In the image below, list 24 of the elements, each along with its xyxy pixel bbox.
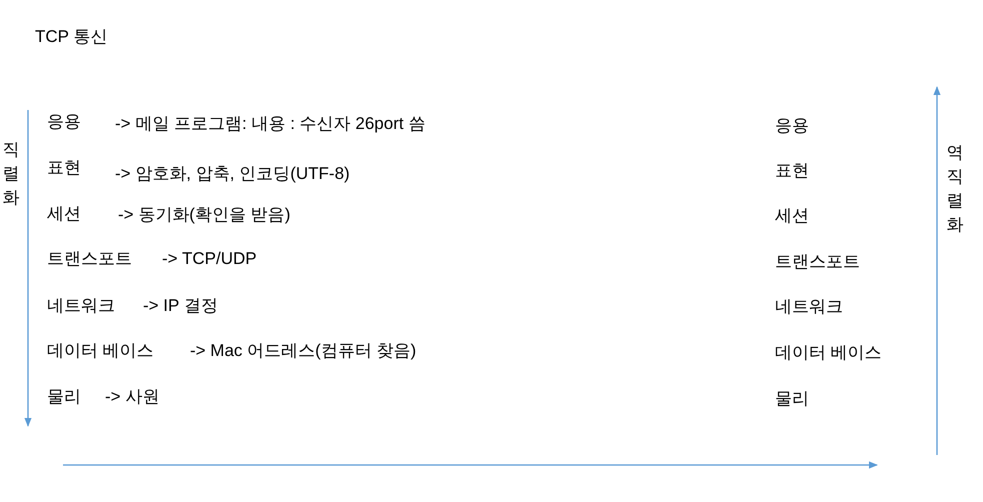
layer-name: 물리 [47,387,81,407]
layer-description: -> IP 결정 [143,296,218,316]
layer-name: 표현 [775,161,809,181]
layer-name: 응용 [47,112,81,132]
layer-description: -> 암호화, 압축, 인코딩(UTF-8) [115,164,350,184]
layer-name: 표현 [47,158,81,178]
layer-name: 세션 [775,206,809,226]
vertical-label: 직렬화 [2,139,20,209]
layer-name: 트랜스포트 [775,252,860,272]
layer-name: 응용 [775,116,809,136]
layer-name: 물리 [775,389,809,409]
layer-name: 네트워크 [47,296,115,316]
layer-description: -> 메일 프로그램: 내용 : 수신자 26port 씀 [115,114,426,134]
layer-description: -> Mac 어드레스(컴퓨터 찾음) [190,341,416,361]
layer-description: -> TCP/UDP [162,249,257,269]
layer-name: 트랜스포트 [47,249,132,269]
vertical-label: 역직렬화 [946,142,964,236]
layer-name: 데이터 베이스 [775,343,882,363]
layer-name: 데이터 베이스 [47,341,154,361]
layer-name: 세션 [47,204,81,224]
layer-description: -> 사원 [105,387,160,407]
title: TCP 통신 [35,27,108,47]
layer-name: 네트워크 [775,297,843,317]
layer-description: -> 동기화(확인을 받음) [118,205,290,225]
